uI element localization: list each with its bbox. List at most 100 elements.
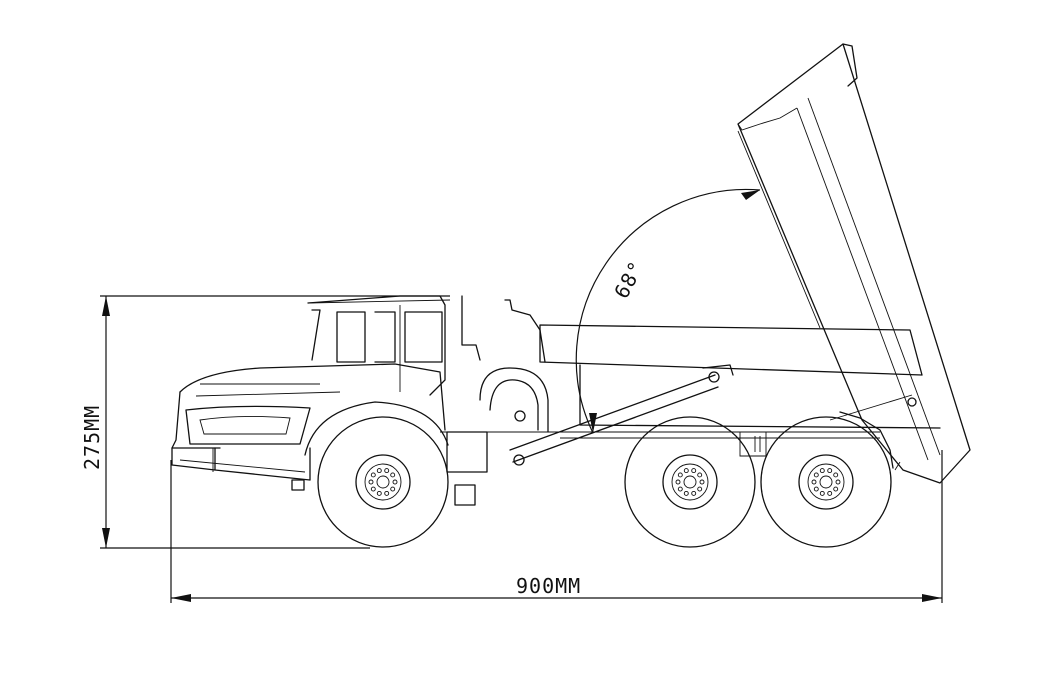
lug-nut [834,487,838,491]
lug-nut [700,480,704,484]
cab-roof-line [308,300,450,303]
rear-link [830,395,912,420]
skirt-line [180,460,305,472]
middle-hub [684,476,696,488]
hitch-arc [480,368,548,432]
lug-nut [698,473,702,477]
lug-nut [385,491,389,495]
rear-tire [761,417,891,547]
length-arrow-right [922,594,942,602]
middle-rim-inner [672,464,708,500]
tipper-rib-2 [808,98,940,455]
rear-hub [820,476,832,488]
front-rim-inner [365,464,401,500]
hydraulic-cylinder [510,375,715,450]
lug-nut [684,491,688,495]
hitch-pivot [514,455,524,465]
lug-nut [828,491,832,495]
middle-rim [663,455,717,509]
rear-fender [840,412,893,468]
front-body [172,364,445,490]
lug-nut [692,491,696,495]
lug-nut [377,491,381,495]
front-step [292,480,304,490]
cab-door-frame [375,312,395,362]
hydraulic-cylinder-2 [513,387,718,462]
cab-front-pillar [312,310,320,360]
exhaust-pipe [505,300,545,362]
rear-rim-inner [808,464,844,500]
cab-window-rear [405,312,442,362]
hood-top [180,364,445,430]
tipper-body-outline [738,44,970,483]
tipper-rib-1 [797,108,928,460]
height-arrow-bottom [102,528,110,548]
hood-nose [172,392,220,448]
cab [308,296,450,395]
height-arrow-top [102,296,110,316]
height-label: 275MM [80,405,104,470]
lug-nut [698,487,702,491]
angle-label: 68° [609,257,649,303]
length-label: 900MM [516,574,581,598]
front-rim [356,455,410,509]
rear-rim [799,455,853,509]
length-arrow-left [171,594,191,602]
lug-nut [828,469,832,473]
bed-frame-lower [580,365,940,428]
rear-wheel [761,417,891,547]
lug-nut [814,487,818,491]
angle-arrow-bottom [589,413,597,433]
lug-nut [377,469,381,473]
front-hub [377,476,389,488]
grille-inner [200,416,290,434]
front-tire [318,417,448,547]
length-dimension: 900MM [171,450,942,603]
tipper-body [738,44,970,483]
lug-nut [820,491,824,495]
tipper-tail [895,462,900,470]
angle-arc [576,189,760,433]
lug-nut [385,469,389,473]
hood-line-2 [196,392,340,396]
lug-nut [812,480,816,484]
lug-nut [834,473,838,477]
articulation-hitch [440,296,560,505]
cab-rear-wall [462,296,480,360]
middle-wheel [625,417,755,547]
bogie-bracket [740,432,766,456]
steering-pivot [515,411,525,421]
cab-outline [308,296,445,395]
cylinder-pivot [709,372,719,382]
hitch-foot [455,485,475,505]
lug-nut [371,487,375,491]
lug-nut [678,473,682,477]
bed-frame-upper [540,325,922,375]
tipper-rib-3 [738,131,820,328]
tipper-top-edge [738,108,797,130]
hitch-block [447,432,487,472]
front-skirt [215,448,310,480]
lug-nut [393,480,397,484]
hitch-arc-inner [490,380,538,430]
lug-nut [391,487,395,491]
cylinder-mount [703,365,733,375]
angle-arrow-top [741,190,760,200]
front-wheel [305,402,448,547]
middle-tire [625,417,755,547]
rear-pivot [908,398,916,406]
lug-nut [692,469,696,473]
tipper-lip [843,44,857,86]
grille [186,406,310,444]
front-fender [305,402,448,455]
lug-nut [684,469,688,473]
lug-nut [820,469,824,473]
lug-nut [391,473,395,477]
lug-nut [678,487,682,491]
front-bumper [172,448,215,470]
cab-window-front [337,312,365,362]
rear-chassis [510,325,940,468]
angle-dimension: 68° [576,189,760,433]
lug-nut [371,473,375,477]
